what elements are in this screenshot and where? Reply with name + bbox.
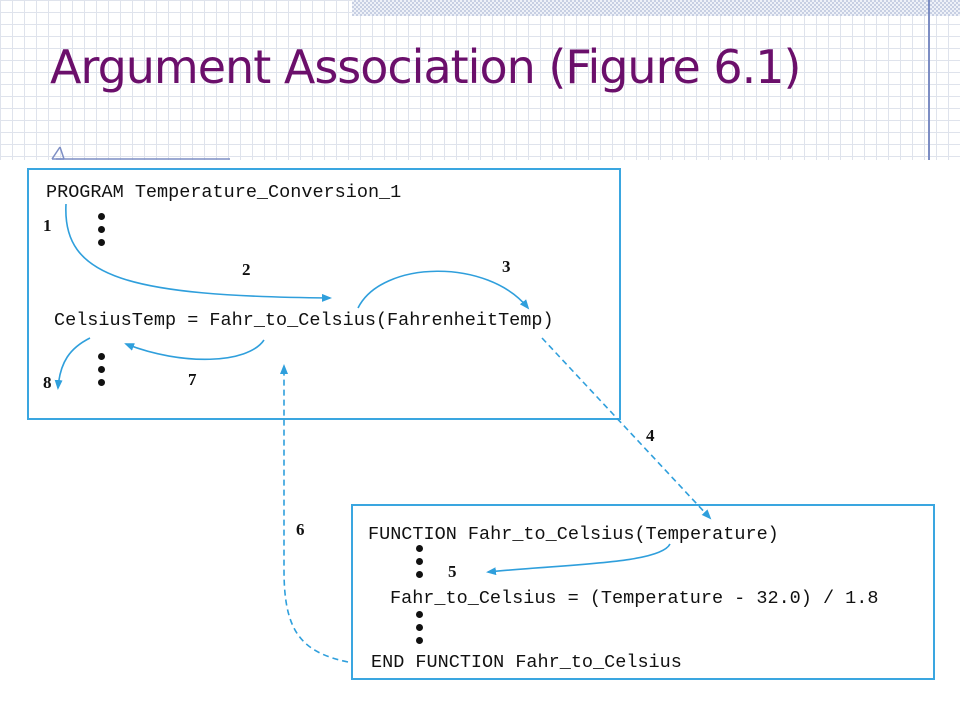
slide-right-rule (928, 0, 930, 160)
arrow-step-1-2 (65, 203, 332, 302)
step-label-6: 6 (296, 520, 305, 539)
function-body-line: Fahr_to_Celsius = (Temperature - 32.0) /… (390, 588, 879, 609)
slide-title: Argument Association (Figure 6.1) (50, 40, 802, 94)
arrow-step-4 (541, 337, 712, 520)
step-label-4: 4 (646, 426, 655, 445)
slide-top-band (352, 0, 960, 16)
arrow-step-8 (54, 337, 91, 390)
function-box (351, 504, 935, 680)
continuation-dots (98, 213, 106, 252)
function-header-line: FUNCTION Fahr_to_Celsius(Temperature) (368, 524, 779, 545)
step-label-8: 8 (43, 373, 52, 392)
argument-association-figure: PROGRAM Temperature_Conversion_1 Celsius… (0, 160, 960, 720)
program-header-line: PROGRAM Temperature_Conversion_1 (46, 182, 402, 203)
step-label-2: 2 (242, 260, 251, 279)
continuation-dots (416, 611, 424, 650)
function-end-line: END FUNCTION Fahr_to_Celsius (371, 652, 682, 673)
continuation-dots (416, 545, 424, 584)
flow-arrows (54, 203, 712, 663)
arrow-step-3 (357, 270, 530, 310)
arrow-step-7 (124, 339, 265, 361)
step-label-7: 7 (188, 370, 197, 389)
step-label-1: 1 (43, 216, 52, 235)
continuation-dots (98, 353, 106, 392)
step-label-5: 5 (448, 562, 457, 581)
arrow-step-5 (486, 543, 671, 576)
assignment-line: CelsiusTemp = Fahr_to_Celsius(Fahrenheit… (54, 310, 554, 331)
bullet-diamond-icon (51, 146, 230, 160)
step-label-3: 3 (502, 257, 511, 276)
arrow-step-6 (280, 364, 349, 663)
